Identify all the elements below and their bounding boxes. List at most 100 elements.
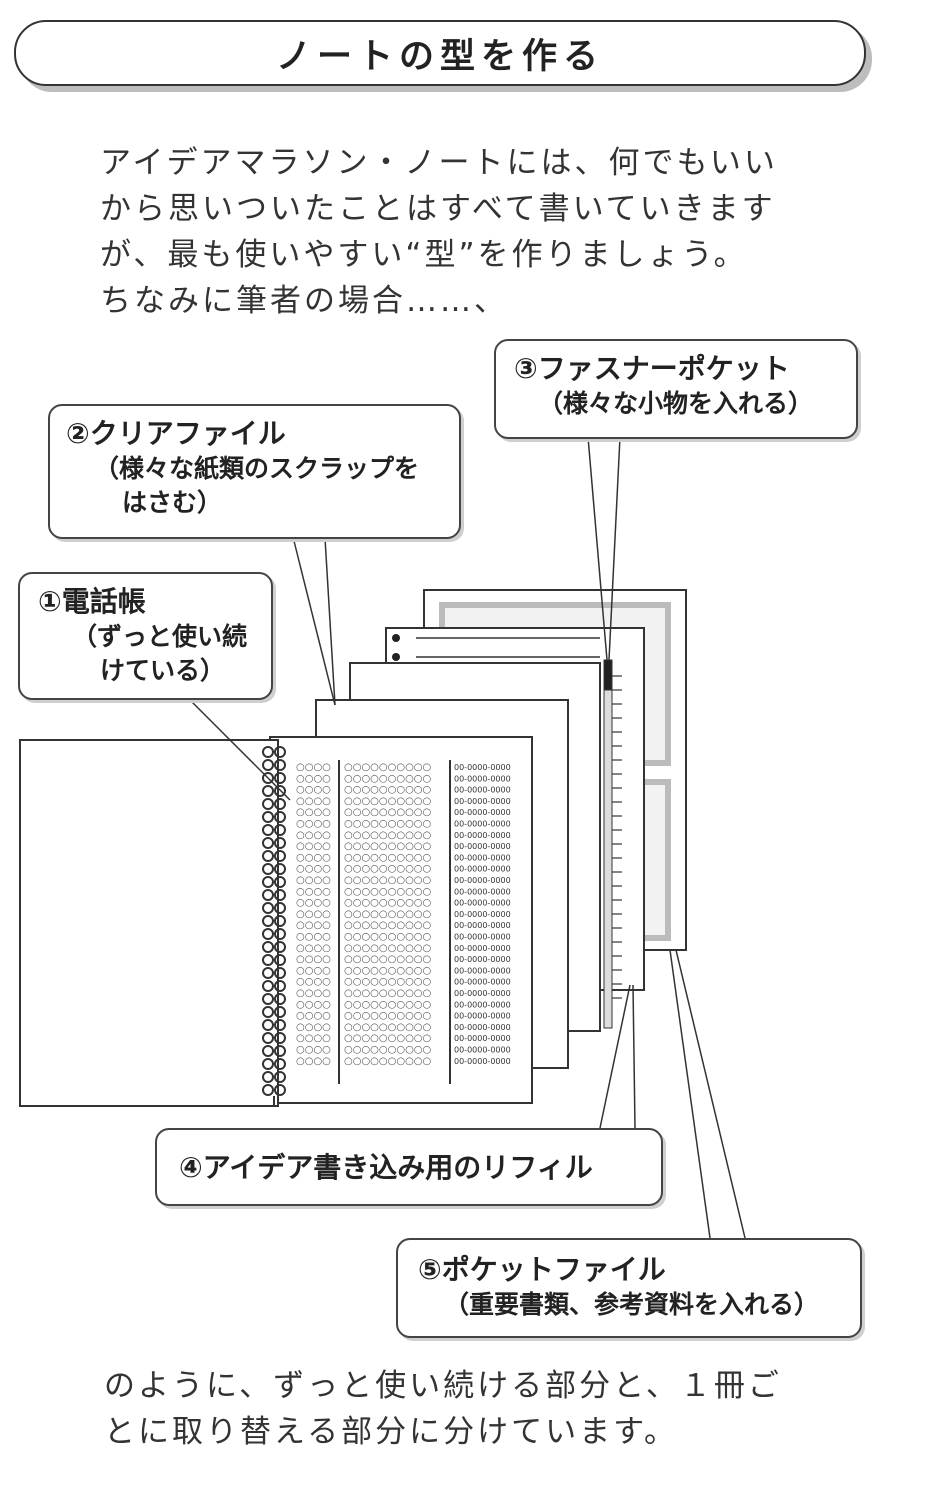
section-title: ノートの型を作る — [14, 20, 866, 86]
phonebook-name-cell: ○○○○ — [296, 954, 331, 965]
phonebook-phone-cell: 00-0000-0000 — [454, 853, 511, 862]
callout-title: ②クリアファイル — [66, 417, 286, 450]
intro-line: ちなみに筆者の場合……、 — [100, 283, 508, 319]
phonebook-name-cell: ○○○○ — [296, 999, 331, 1010]
phonebook-phone-cell: 00-0000-0000 — [454, 910, 511, 919]
phonebook-phone-cell: 00-0000-0000 — [454, 899, 511, 908]
phonebook-address-cell: ○○○○○○○○○○ — [344, 886, 431, 897]
callout-sub: はさむ） — [122, 488, 223, 517]
leader-line-5 — [675, 949, 746, 1239]
callout-sub: （様々な小物を入れる） — [538, 389, 814, 418]
callout-sub: けている） — [100, 656, 226, 685]
callout-sub: （ずっと使い続 — [72, 622, 248, 651]
phonebook-address-cell: ○○○○○○○○○○ — [344, 943, 431, 954]
phonebook-address-cell: ○○○○○○○○○○ — [344, 999, 431, 1010]
phonebook-phone-cell: 00-0000-0000 — [454, 1012, 511, 1021]
phonebook-phone-cell: 00-0000-0000 — [454, 933, 511, 942]
phonebook-address-cell: ○○○○○○○○○○ — [344, 1033, 431, 1044]
phonebook-name-cell: ○○○○ — [296, 807, 331, 818]
outro-line: とに取り替える部分に分けています。 — [104, 1414, 678, 1450]
phonebook-name-cell: ○○○○ — [296, 841, 331, 852]
leader-line-4 — [632, 984, 636, 1129]
phonebook-phone-cell: 00-0000-0000 — [454, 989, 511, 998]
callout-phonebook: ①電話帳 （ずっと使い続 けている） — [18, 572, 273, 700]
phonebook-address-cell: ○○○○○○○○○○ — [344, 954, 431, 965]
intro-line: から思いついたことはすべて書いていきます — [100, 191, 776, 227]
phonebook-phone-cell: 00-0000-0000 — [454, 786, 511, 795]
phonebook-name-cell: ○○○○ — [296, 1011, 331, 1022]
leader-line-2 — [289, 524, 336, 706]
intro-line: が、最も使いやすい“型”を作りましょう。 — [100, 237, 748, 273]
leader-line-1 — [189, 699, 291, 801]
phonebook-phone-cell: 00-0000-0000 — [454, 797, 511, 806]
phonebook-phone-cell: 00-0000-0000 — [454, 978, 511, 987]
phonebook-address-cell: ○○○○○○○○○○ — [344, 1011, 431, 1022]
phonebook-name-cell: ○○○○ — [296, 977, 331, 988]
phonebook-address-cell: ○○○○○○○○○○ — [344, 932, 431, 943]
phonebook-address-cell: ○○○○○○○○○○ — [344, 909, 431, 920]
callout-fastener-pocket: ③ファスナーポケット （様々な小物を入れる） — [494, 339, 858, 439]
phonebook-address-cell: ○○○○○○○○○○ — [344, 773, 431, 784]
leader-line-2 — [324, 537, 336, 706]
leader-line-3 — [587, 436, 608, 661]
phonebook-name-cell: ○○○○ — [296, 1045, 331, 1056]
phonebook-address-cell: ○○○○○○○○○○ — [344, 785, 431, 796]
callout-pocket-file: ⑤ポケットファイル （重要書類、参考資料を入れる） — [396, 1238, 862, 1338]
phonebook-address-cell: ○○○○○○○○○○ — [344, 965, 431, 976]
callout-clear-file: ②クリアファイル （様々な紙類のスクラップを はさむ） — [48, 404, 461, 539]
phonebook-name-cell: ○○○○ — [296, 830, 331, 841]
phonebook-phone-cell: 00-0000-0000 — [454, 808, 511, 817]
phonebook-phone-cell: 00-0000-0000 — [454, 1046, 511, 1055]
callout-title: ①電話帳 — [38, 585, 146, 618]
phonebook-name-cell: ○○○○ — [296, 886, 331, 897]
callout-refill: ④アイデア書き込み用のリフィル — [155, 1128, 663, 1206]
phonebook-phone-cell: 00-0000-0000 — [454, 887, 511, 896]
phonebook-name-cell: ○○○○ — [296, 988, 331, 999]
phonebook-name-cell: ○○○○ — [296, 965, 331, 976]
phonebook-name-cell: ○○○○ — [296, 852, 331, 863]
phonebook-address-cell: ○○○○○○○○○○ — [344, 988, 431, 999]
phonebook-address-cell: ○○○○○○○○○○ — [344, 1056, 431, 1067]
phonebook-phone-cell: 00-0000-0000 — [454, 820, 511, 829]
phonebook-name-cell: ○○○○ — [296, 920, 331, 931]
phonebook-page — [269, 736, 533, 1104]
callout-title: ④アイデア書き込み用のリフィル — [179, 1151, 593, 1184]
phonebook-phone-cell: 00-0000-0000 — [454, 966, 511, 975]
phonebook-address-cell: ○○○○○○○○○○ — [344, 852, 431, 863]
phonebook-name-cell: ○○○○ — [296, 864, 331, 875]
phonebook-phone-cell: 00-0000-0000 — [454, 1034, 511, 1043]
callout-title: ③ファスナーポケット — [514, 352, 790, 385]
phonebook-phone-cell: 00-0000-0000 — [454, 921, 511, 930]
phonebook-name-cell: ○○○○ — [296, 819, 331, 830]
phonebook-phone-cell: 00-0000-0000 — [454, 876, 511, 885]
phonebook-address-cell: ○○○○○○○○○○ — [344, 920, 431, 931]
phonebook-phone-cell: 00-0000-0000 — [454, 1000, 511, 1009]
leader-line-3 — [608, 436, 621, 661]
phonebook-phone-cell: 00-0000-0000 — [454, 955, 511, 964]
phonebook-name-cell: ○○○○ — [296, 875, 331, 886]
phonebook-phone-cell: 00-0000-0000 — [454, 1057, 511, 1066]
phonebook-address-cell: ○○○○○○○○○○ — [344, 875, 431, 886]
phonebook-phone-cell: 00-0000-0000 — [454, 865, 511, 874]
phonebook-phone-cell: 00-0000-0000 — [454, 763, 511, 772]
phonebook-name-cell: ○○○○ — [296, 909, 331, 920]
phonebook-address-cell: ○○○○○○○○○○ — [344, 830, 431, 841]
phonebook-address-cell: ○○○○○○○○○○ — [344, 841, 431, 852]
intro-line: アイデアマラソン・ノートには、何でもいい — [100, 145, 778, 181]
phonebook-name-cell: ○○○○ — [296, 898, 331, 909]
phonebook-phone-cell: 00-0000-0000 — [454, 944, 511, 953]
leader-line-4 — [599, 984, 631, 1129]
phonebook-name-cell: ○○○○ — [296, 1022, 331, 1033]
phonebook-phone-cell: 00-0000-0000 — [454, 1023, 511, 1032]
phonebook-name-cell: ○○○○ — [296, 773, 331, 784]
phonebook-address-cell: ○○○○○○○○○○ — [344, 796, 431, 807]
phonebook-address-cell: ○○○○○○○○○○ — [344, 807, 431, 818]
phonebook-address-cell: ○○○○○○○○○○ — [344, 977, 431, 988]
phonebook-address-cell: ○○○○○○○○○○ — [344, 864, 431, 875]
intro-paragraph: アイデアマラソン・ノートには、何でもいい から思いついたことはすべて書いていきま… — [100, 140, 820, 324]
phonebook-phone-cell: 00-0000-0000 — [454, 842, 511, 851]
phonebook-address-cell: ○○○○○○○○○○ — [344, 898, 431, 909]
phonebook-name-cell: ○○○○ — [296, 932, 331, 943]
phonebook-name-cell: ○○○○ — [296, 796, 331, 807]
